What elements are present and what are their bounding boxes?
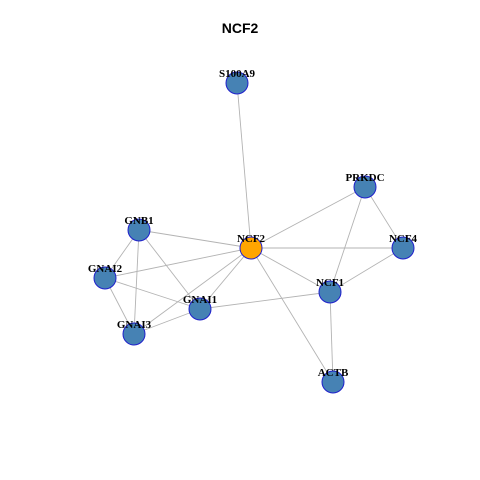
edge-gnai2-gnai1: [104, 277, 201, 310]
node-label-gnb1: GNB1: [124, 215, 153, 227]
edge-ncf1-actb: [329, 291, 334, 383]
edge-gnai1-ncf1: [199, 291, 331, 310]
edge-gnb1-gnai1: [138, 229, 201, 310]
node-label-ncf2: NCF2: [237, 233, 266, 245]
node-label-gnai2: GNAI2: [88, 263, 123, 275]
edge-s100a9-ncf2: [236, 82, 252, 249]
node-label-ncf4: NCF4: [389, 233, 418, 245]
edge-ncf2-ncf1: [250, 247, 331, 293]
nodes-layer: [93, 71, 415, 394]
node-label-s100a9: S100A9: [219, 68, 256, 80]
node-s100a9[interactable]: [225, 71, 249, 95]
node-gnb1[interactable]: [127, 218, 151, 242]
node-ncf1[interactable]: [318, 280, 342, 304]
edge-ncf2-gnai2: [104, 247, 252, 279]
node-label-gnai3: GNAI3: [117, 319, 152, 331]
node-label-actb: ACTB: [318, 367, 349, 379]
node-ncf2[interactable]: [239, 236, 263, 260]
edge-gnb1-gnai3: [133, 229, 140, 335]
node-ncf4[interactable]: [391, 236, 415, 260]
edge-ncf2-actb: [250, 247, 334, 383]
edge-gnb1-ncf2: [138, 229, 252, 249]
node-prkdc[interactable]: [353, 175, 377, 199]
node-label-gnai1: GNAI1: [183, 294, 217, 306]
node-label-ncf1: NCF1: [316, 277, 344, 289]
edge-ncf4-ncf1: [329, 247, 404, 293]
edge-ncf2-gnai3: [133, 247, 252, 335]
node-gnai1[interactable]: [188, 297, 212, 321]
diagram-title: NCF2: [221, 20, 259, 36]
edge-prkdc-ncf4: [364, 186, 404, 249]
edge-prkdc-ncf1: [329, 186, 366, 293]
edge-prkdc-ncf2: [250, 186, 366, 249]
node-gnai2[interactable]: [93, 266, 117, 290]
node-label-prkdc: PRKDC: [345, 172, 384, 184]
node-actb[interactable]: [321, 370, 345, 394]
edge-gnai1-gnai3: [133, 308, 201, 335]
edge-ncf2-gnai1: [199, 247, 252, 310]
node-gnai3[interactable]: [122, 322, 146, 346]
